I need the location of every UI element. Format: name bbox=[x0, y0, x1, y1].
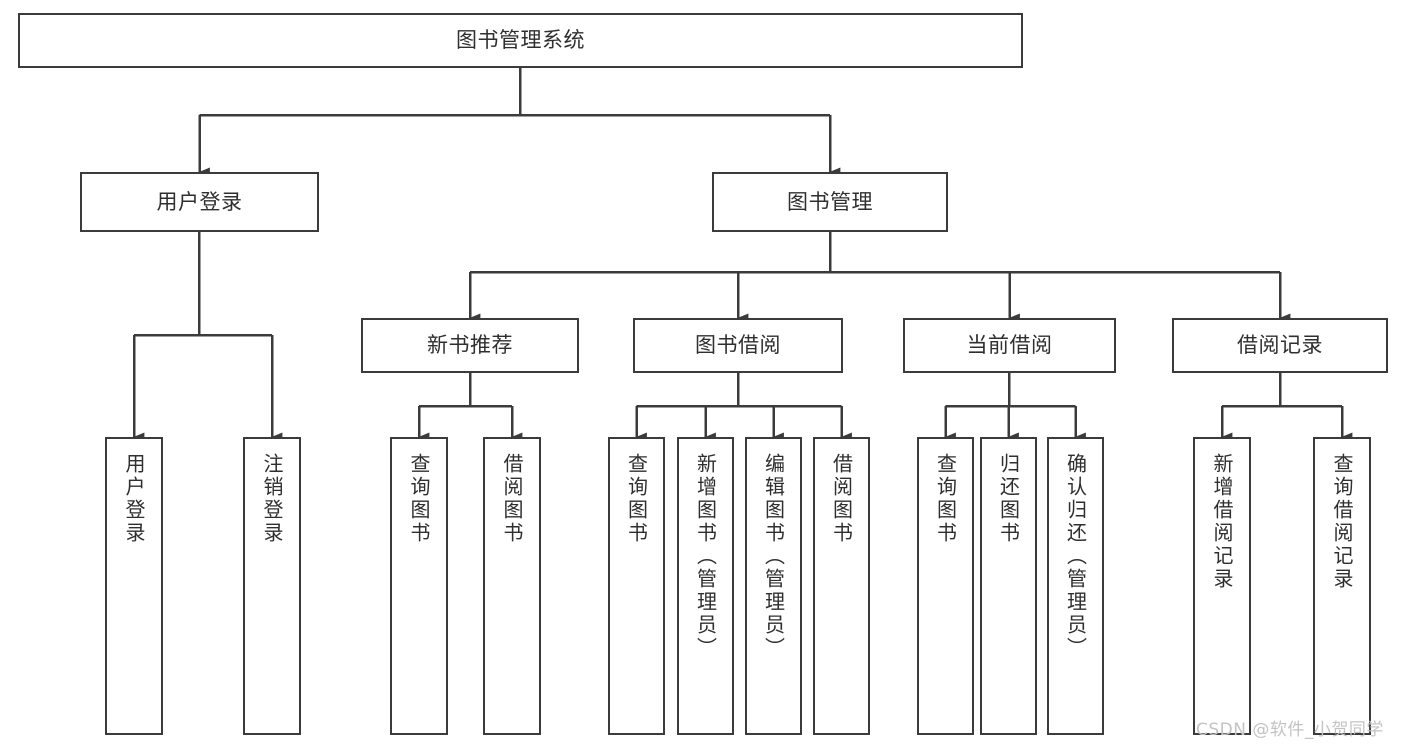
node-label: 归还图书 bbox=[996, 453, 1021, 545]
node-leaf-4: 借阅图书 bbox=[483, 437, 541, 735]
node-label: 新书推荐 bbox=[427, 333, 513, 358]
node-records: 借阅记录 bbox=[1172, 318, 1388, 373]
node-leaf-10: 归还图书 bbox=[980, 437, 1037, 735]
node-newbook: 新书推荐 bbox=[361, 318, 579, 373]
node-leaf-5: 查询图书 bbox=[608, 437, 665, 735]
node-label: 新增图书（管理员） bbox=[693, 453, 718, 660]
node-label: 借阅图书 bbox=[829, 453, 854, 545]
node-current: 当前借阅 bbox=[903, 318, 1116, 373]
node-label: 查询图书 bbox=[407, 453, 431, 545]
node-leaf-1: 用户登录 bbox=[105, 437, 163, 735]
node-leaf-3: 查询图书 bbox=[390, 437, 448, 735]
node-label: 图书管理 bbox=[787, 189, 873, 214]
node-label: 用户登录 bbox=[122, 453, 146, 545]
node-label: 借阅记录 bbox=[1237, 333, 1323, 358]
node-leaf-8: 借阅图书 bbox=[813, 437, 870, 735]
node-leaf-9: 查询图书 bbox=[917, 437, 974, 735]
node-label: 查询借阅记录 bbox=[1330, 453, 1354, 591]
node-label: 查询图书 bbox=[933, 453, 958, 545]
node-label: 用户登录 bbox=[156, 189, 243, 214]
node-borrow: 图书借阅 bbox=[633, 318, 843, 373]
node-login: 用户登录 bbox=[80, 172, 319, 232]
tree-edges bbox=[132, 68, 1353, 442]
node-label: 图书管理系统 bbox=[456, 28, 585, 53]
node-label: 编辑图书（管理员） bbox=[761, 453, 786, 660]
node-leaf-13: 查询借阅记录 bbox=[1313, 437, 1371, 735]
node-leaf-6: 新增图书（管理员） bbox=[677, 437, 734, 735]
node-leaf-2: 注销登录 bbox=[243, 437, 301, 735]
node-label: 新增借阅记录 bbox=[1210, 453, 1234, 591]
node-root: 图书管理系统 bbox=[18, 13, 1023, 68]
node-label: 当前借阅 bbox=[966, 333, 1053, 358]
node-label: 图书借阅 bbox=[695, 333, 781, 358]
node-leaf-11: 确认归还（管理员） bbox=[1047, 437, 1104, 735]
node-bookmgmt: 图书管理 bbox=[712, 172, 948, 232]
node-label: 借阅图书 bbox=[500, 453, 524, 545]
node-leaf-7: 编辑图书（管理员） bbox=[745, 437, 802, 735]
node-label: 确认归还（管理员） bbox=[1063, 453, 1088, 660]
node-label: 注销登录 bbox=[260, 453, 284, 545]
node-label: 查询图书 bbox=[624, 453, 649, 545]
node-leaf-12: 新增借阅记录 bbox=[1193, 437, 1251, 735]
